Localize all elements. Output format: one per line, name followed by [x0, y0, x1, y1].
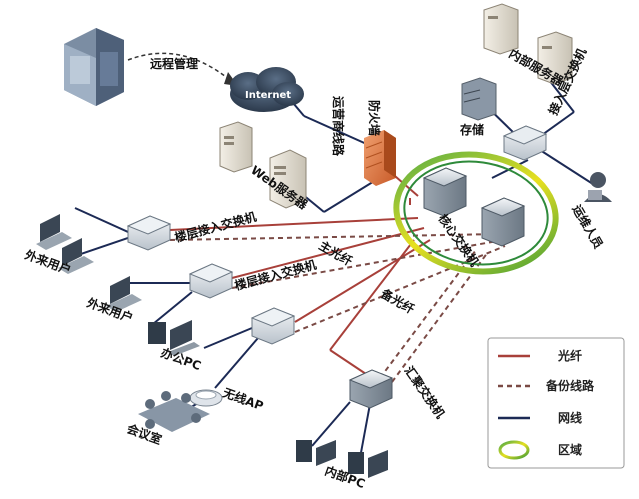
- floor-switch-icon: [126, 215, 172, 251]
- web-server-icon: [219, 121, 253, 173]
- main-fiber-label: 主光纤: [317, 238, 356, 269]
- legend-backup-label: 备份线路: [545, 378, 595, 393]
- core-switch-icon: [422, 167, 468, 217]
- office-building-icon: [64, 28, 124, 106]
- legend-fiber-label: 光纤: [557, 348, 582, 363]
- remote-mgmt-label: 远程管理: [150, 56, 198, 71]
- legend-zone-label: 区域: [558, 442, 582, 457]
- floor-switch-icon-2: [188, 263, 234, 299]
- meeting-room-icon: [138, 391, 210, 432]
- core-switch-label: 核心交换机: [436, 211, 483, 269]
- carrier-line-label: 运营商线路: [331, 96, 346, 157]
- ops-staff-label: 运维人员: [569, 202, 606, 251]
- ops-staff-icon: [584, 172, 612, 202]
- laptop-icon-3: [106, 276, 142, 312]
- wireless-ap-label: 无线AP: [220, 384, 266, 413]
- storage-icon: [461, 77, 497, 121]
- office-pc-icon: [148, 320, 200, 356]
- legend-box: [487, 337, 625, 469]
- firewall-label: 防火墙: [367, 100, 382, 136]
- internal-server-icon: [483, 3, 519, 55]
- internal-server-icon-2: [537, 31, 573, 85]
- backup-fiber-lines: [169, 233, 506, 383]
- aggregation-switch-label: 汇聚交换机: [402, 363, 449, 421]
- floor-switch-icon-3: [250, 307, 296, 345]
- firewall-icon: [364, 130, 396, 186]
- legend-zone-swatch: [498, 440, 530, 460]
- meeting-room-label: 会议室: [125, 421, 164, 447]
- access-switch-icon: [502, 125, 548, 161]
- legend: 光纤 备份线路 网线 区域: [487, 337, 625, 469]
- internal-pc-icon: [296, 440, 388, 478]
- laptop-icon-2: [58, 238, 94, 274]
- core-switch-icon-2: [480, 197, 526, 247]
- laptop-icon: [36, 214, 72, 250]
- legend-cable-label: 网线: [558, 410, 582, 425]
- aggregation-switch-icon: [348, 369, 394, 409]
- core-zone-ring: [393, 151, 559, 275]
- wireless-ap-icon: [189, 389, 223, 407]
- web-server-icon-2: [269, 149, 307, 209]
- storage-label: 存储: [459, 122, 484, 137]
- remote-mgmt-arrow: [127, 52, 231, 81]
- internet-cloud-icon: [230, 67, 304, 112]
- internet-label: Internet: [245, 90, 291, 101]
